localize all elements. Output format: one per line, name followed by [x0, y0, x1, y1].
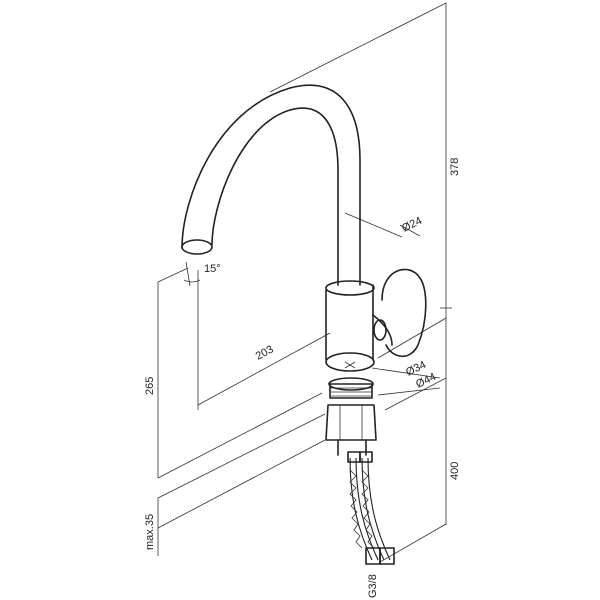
dim-line-203	[197, 332, 331, 406]
end-fitting-right	[379, 547, 395, 565]
body-top	[325, 280, 375, 296]
center-mark-2	[344, 361, 356, 369]
label-378: 378	[449, 158, 461, 176]
body-bottom	[325, 352, 375, 372]
dim-265-top-ext	[157, 267, 189, 283]
hose-right-b	[367, 457, 391, 561]
angle-arc	[183, 279, 201, 283]
top-extension-line	[269, 2, 447, 93]
handle-lever	[381, 268, 427, 358]
d24-leader-2	[399, 224, 421, 237]
d34-leader	[371, 367, 441, 379]
dimension-labels: 378 Ø24 15° 203 265 Ø34 Ø44 400 max.35 G…	[144, 158, 461, 598]
d44-extension	[384, 377, 447, 411]
dim-265-bottom-ext	[157, 392, 323, 479]
hose-left-b	[355, 457, 379, 561]
label-265: 265	[144, 377, 156, 395]
ferrule-right	[359, 451, 373, 463]
bottom-extension-line	[379, 523, 447, 563]
thread-top	[328, 377, 374, 391]
supply-hoses	[347, 451, 395, 565]
label-max35: max.35	[144, 514, 156, 550]
thread-ring	[329, 383, 373, 399]
d44-leader	[377, 387, 441, 396]
mounting-nut	[325, 404, 377, 441]
dimension-lines	[157, 2, 452, 563]
label-400: 400	[449, 462, 461, 480]
label-203: 203	[254, 343, 276, 362]
body-sides	[325, 284, 374, 361]
angle-line-1	[185, 261, 191, 287]
faucet-body	[181, 84, 427, 565]
d24-leader	[344, 212, 403, 238]
spout-tip	[181, 239, 213, 255]
handle-pivot	[373, 319, 387, 341]
spout-inner	[211, 107, 339, 286]
max35-top-ext	[157, 413, 326, 499]
base-extension-line	[377, 317, 447, 359]
max35-bottom-ext	[157, 439, 326, 529]
label-15deg: 15°	[204, 263, 221, 275]
label-g38: G3/8	[367, 574, 379, 598]
spout-outer	[181, 84, 361, 286]
handle-joint	[372, 314, 393, 346]
